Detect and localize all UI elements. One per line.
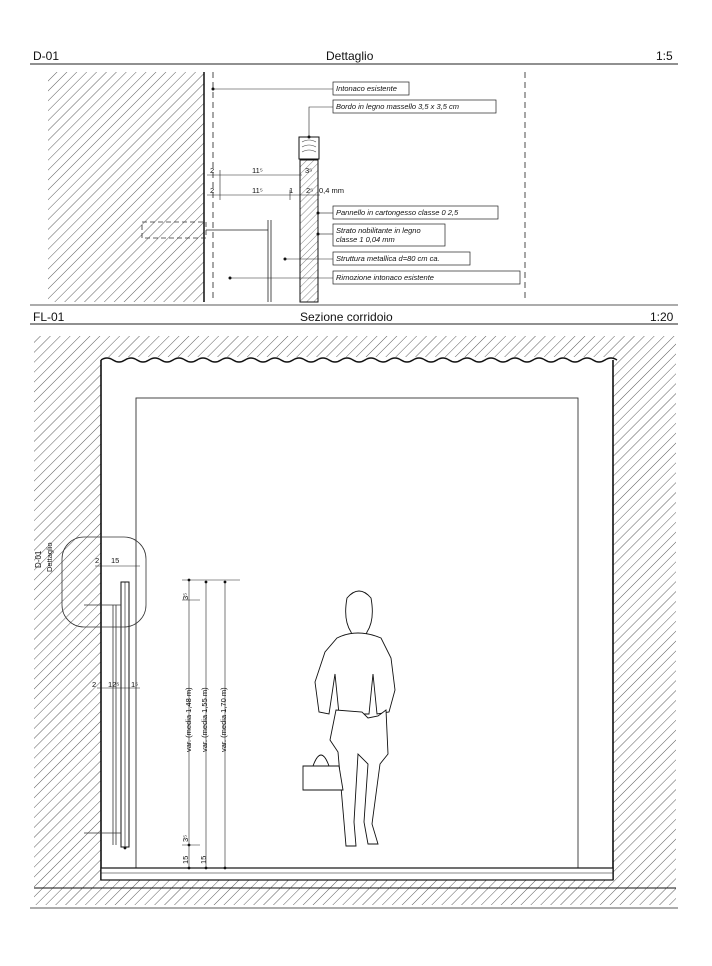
callout-wood-layer-class: classe 1 0,04 mm bbox=[336, 235, 395, 244]
detail-code: D-01 bbox=[33, 49, 60, 63]
callout-metal-frame: Struttura metallica d=80 cm ca. bbox=[336, 254, 440, 263]
callout-wood-layer: Strato nobilitante in legno bbox=[336, 226, 421, 235]
dim-35a: 3⁵ bbox=[305, 166, 313, 175]
detail-ref-code: D-01 bbox=[34, 550, 43, 568]
dim-bottom-15a: 15 bbox=[181, 855, 190, 864]
dim-35-bot: 3⁵ bbox=[181, 834, 190, 842]
existing-wall-hatch bbox=[48, 72, 204, 302]
person-figure bbox=[302, 590, 396, 847]
section-title: Sezione corridoio bbox=[300, 310, 393, 324]
panel-section bbox=[299, 159, 319, 303]
dim-11a: 11⁵ bbox=[252, 166, 263, 175]
dim-11b: 11⁵ bbox=[252, 186, 263, 195]
detail-ref-title: Dettaglio bbox=[45, 542, 54, 572]
dim-mid-2: 2 bbox=[92, 680, 97, 689]
dim-var-155: var. (media 1,55 m) bbox=[200, 687, 209, 752]
dim-04mm: 0,4 mm bbox=[319, 186, 345, 195]
detail-reference-bubble bbox=[61, 536, 147, 628]
section-scale: 1:20 bbox=[650, 310, 674, 324]
dim-mid-125: 12⁵ bbox=[108, 680, 120, 689]
callout-existing-plaster: Intonaco esistente bbox=[336, 84, 397, 93]
dim-bottom-15b: 15 bbox=[199, 855, 208, 864]
dim-1: 1 bbox=[289, 186, 294, 195]
callout-wood-edge: Bordo in legno massello 3,5 x 3,5 cm bbox=[336, 102, 459, 111]
dim-var-170: var. (media 1,70 m) bbox=[219, 687, 228, 752]
dim-2b: 2 bbox=[210, 186, 215, 195]
callout-plasterboard: Pannello in cartongesso classe 0 2,5 bbox=[336, 208, 459, 217]
detail-title: Dettaglio bbox=[326, 49, 374, 63]
dim-2a: 2 bbox=[210, 166, 215, 175]
callout-plaster-removal: Rimozione intonaco esistente bbox=[336, 273, 434, 282]
section-code: FL-01 bbox=[33, 310, 65, 324]
detail-drawing bbox=[30, 63, 678, 306]
corridor-wall-hatch bbox=[34, 336, 676, 905]
dim-top-15: 15 bbox=[111, 556, 120, 565]
dim-mid-15: 1⁵ bbox=[131, 680, 139, 689]
detail-scale: 1:5 bbox=[656, 49, 673, 63]
section-drawing bbox=[30, 323, 678, 905]
dim-var-148: var. (media 1,48 m) bbox=[184, 687, 193, 752]
dim-top-2: 2 bbox=[95, 556, 100, 565]
dim-25: 2⁵ bbox=[306, 186, 314, 195]
dim-35-top: 3⁵ bbox=[181, 592, 190, 600]
